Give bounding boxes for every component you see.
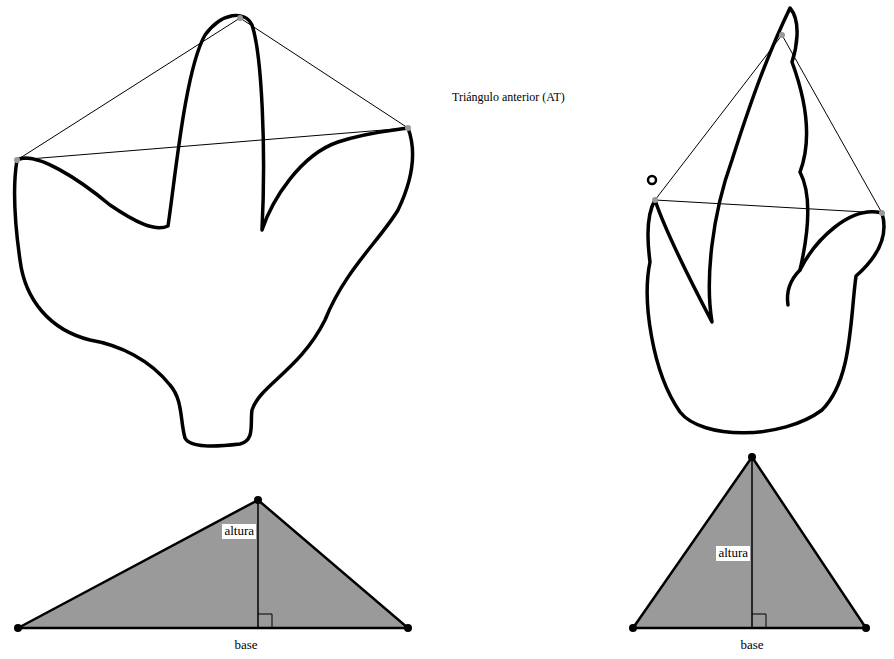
small-mark — [648, 176, 656, 184]
vertex-dot — [748, 453, 756, 461]
vertex-dot — [652, 197, 658, 203]
base-label: base — [234, 638, 257, 653]
vertex-dot — [237, 15, 243, 21]
right-angle-mark — [258, 614, 272, 628]
base-label: base — [740, 638, 763, 653]
figure-label: Triángulo anterior (AT) — [452, 90, 565, 105]
triangle-outline — [620, 450, 880, 659]
triangle-shape: altura base — [8, 490, 420, 659]
height-label: altura — [222, 524, 256, 539]
right-angle-mark — [752, 614, 766, 628]
anterior-triangle — [17, 18, 408, 160]
triangle-shape: altura base — [620, 450, 880, 659]
vertex-dot — [404, 624, 412, 632]
toe-line — [788, 270, 801, 305]
vertex-dot — [254, 496, 262, 504]
footprint-outline — [647, 8, 884, 433]
triangle-outline — [8, 490, 420, 659]
height-label: altura — [716, 546, 750, 561]
vertex-dot — [14, 157, 20, 163]
anterior-triangle — [655, 35, 882, 213]
gray-triangle — [633, 457, 866, 628]
vertex-dot — [779, 32, 785, 38]
vertex-dot — [14, 624, 22, 632]
vertex-dot — [862, 624, 870, 632]
vertex-dot — [629, 624, 637, 632]
vertex-dot — [879, 210, 885, 216]
height-line — [257, 500, 259, 628]
vertex-dot — [405, 125, 411, 131]
gray-triangle — [18, 500, 408, 628]
footprint-outline — [14, 15, 412, 446]
height-line — [751, 457, 753, 628]
